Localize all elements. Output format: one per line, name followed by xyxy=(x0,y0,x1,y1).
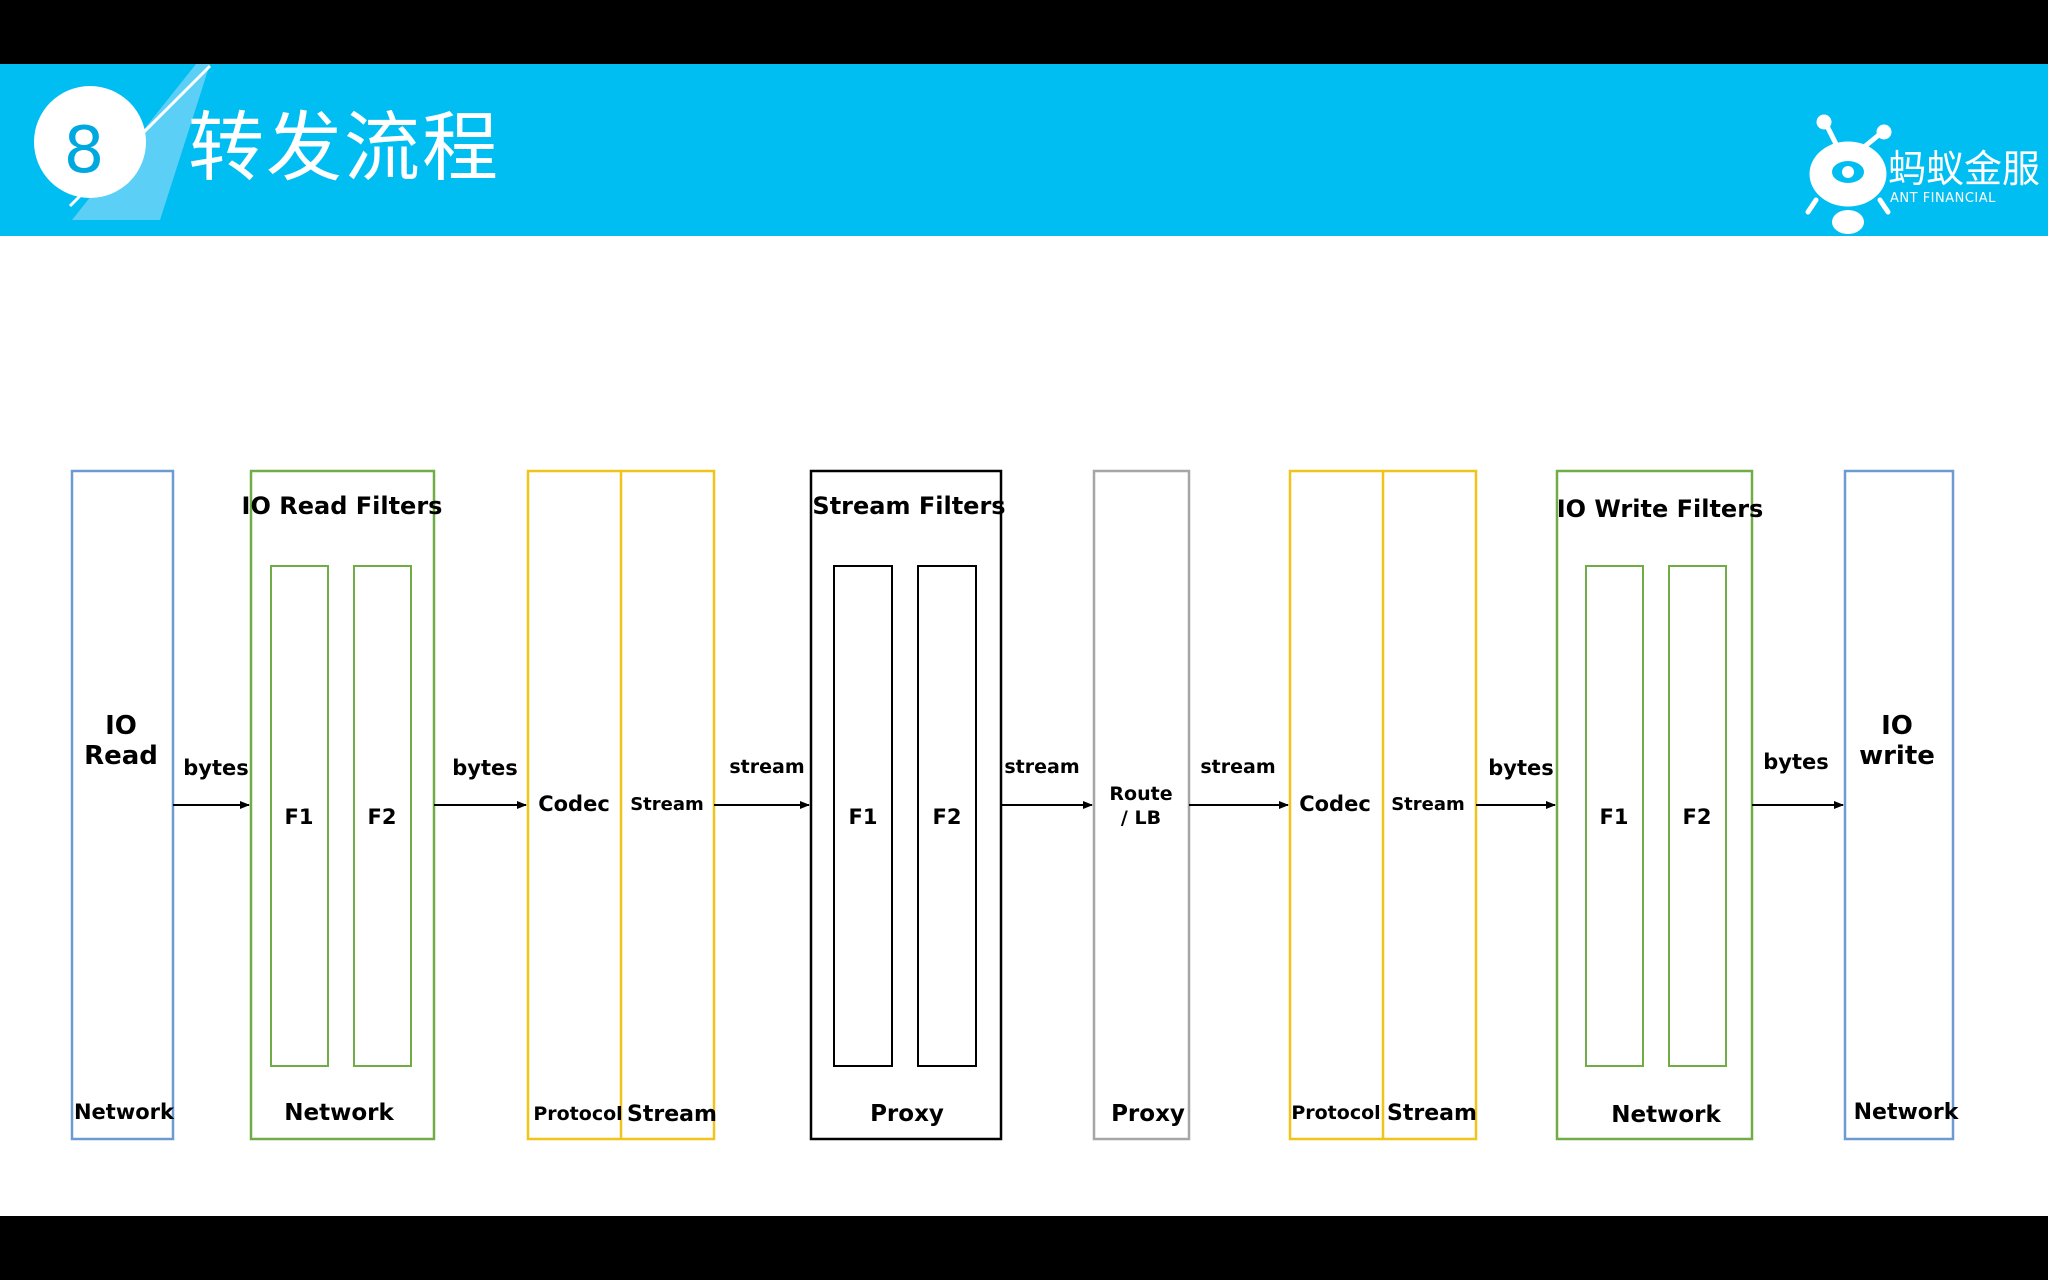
codec-in-footer-protocol: Protocol xyxy=(533,1103,622,1125)
io-write-filters-title: IO Write Filters xyxy=(1557,495,1764,523)
io-write-filter-f2-box xyxy=(1668,565,1727,1067)
codec-out-footer-stream: Stream xyxy=(1387,1101,1477,1126)
arrow-label-2: bytes xyxy=(452,756,518,780)
router-footer: Proxy xyxy=(1111,1101,1185,1127)
stream-filters-box xyxy=(809,469,1003,1141)
logo-text-english: ANT FINANCIAL xyxy=(1890,191,1996,206)
header-graphics: 8 xyxy=(34,64,1892,234)
forwarding-flow-diagram: IO Read Network IO Read Filters F1 F2 Ne… xyxy=(70,469,1960,1141)
io-read-filters-footer: Network xyxy=(284,1100,394,1126)
stream-filters-title: Stream Filters xyxy=(812,492,1005,520)
io-read-box xyxy=(70,469,175,1141)
io-write-filter-f1-label: F1 xyxy=(1600,805,1629,829)
router-title-1: Route xyxy=(1109,783,1172,805)
io-read-filter-f1-label: F1 xyxy=(285,805,314,829)
io-read-filters-title: IO Read Filters xyxy=(242,492,443,520)
io-write-filters-footer: Network xyxy=(1611,1102,1721,1128)
codec-in-footer-stream: Stream xyxy=(627,1102,717,1127)
arrow-label-4: stream xyxy=(1004,756,1079,778)
section-number: 8 xyxy=(64,114,105,188)
io-read-filter-f2-box xyxy=(353,565,412,1067)
io-write-box xyxy=(1843,469,1955,1141)
codec-in-stream-label: Stream xyxy=(630,794,704,815)
io-read-filter-f1-box xyxy=(270,565,329,1067)
arrow-label-3: stream xyxy=(729,756,804,778)
router-title-2: / LB xyxy=(1121,807,1161,829)
stream-filter-f2-box xyxy=(917,565,977,1067)
io-write-block: IO write Network xyxy=(1843,469,1960,1141)
codec-in-block: Codec Stream Protocol Stream xyxy=(526,469,717,1141)
io-read-block: IO Read Network xyxy=(70,469,175,1141)
io-write-filter-f1-box xyxy=(1585,565,1644,1067)
codec-out-footer-protocol: Protocol xyxy=(1291,1102,1380,1124)
io-write-title-1: IO xyxy=(1881,711,1913,741)
io-write-footer: Network xyxy=(1854,1100,1960,1125)
io-write-title-2: write xyxy=(1859,741,1935,771)
stream-filters-footer: Proxy xyxy=(870,1101,944,1127)
arrow-label-5: stream xyxy=(1200,756,1275,778)
arrow-label-1: bytes xyxy=(183,756,249,780)
router-block: Route / LB Proxy xyxy=(1092,469,1191,1141)
io-read-filters-box xyxy=(249,469,436,1141)
codec-out-stream-label: Stream xyxy=(1391,794,1465,815)
io-read-filter-f2-label: F2 xyxy=(368,805,397,829)
io-write-filters-block: IO Write Filters F1 F2 Network xyxy=(1555,469,1764,1141)
io-read-footer: Network xyxy=(74,1100,175,1124)
ant-logo-icon xyxy=(1805,114,1892,234)
slide: 8 转发流程 蚂蚁金服 ANT FINANCIAL xyxy=(0,64,2048,1216)
page-title: 转发流程 xyxy=(188,103,500,192)
stream-filter-f1-label: F1 xyxy=(849,805,878,829)
header-bar: 8 转发流程 蚂蚁金服 ANT FINANCIAL xyxy=(0,64,2048,236)
logo-text-chinese: 蚂蚁金服 xyxy=(1888,147,2041,191)
io-read-title-2: Read xyxy=(84,741,158,771)
stream-filter-f1-box xyxy=(833,565,893,1067)
stream-filter-f2-label: F2 xyxy=(933,805,962,829)
flow-arrows: bytes bytes stream stream stream bytes b… xyxy=(173,750,1844,809)
arrow-label-7: bytes xyxy=(1763,750,1829,774)
codec-out-block: Codec Stream Protocol Stream xyxy=(1288,469,1478,1141)
arrow-label-6: bytes xyxy=(1488,756,1554,780)
io-read-filters-block: IO Read Filters F1 F2 Network xyxy=(242,469,443,1141)
io-write-filter-f2-label: F2 xyxy=(1683,805,1712,829)
codec-out-codec-label: Codec xyxy=(1299,792,1371,816)
io-read-title-1: IO xyxy=(105,711,137,741)
router-box xyxy=(1092,469,1191,1141)
stream-filters-block: Stream Filters F1 F2 Proxy xyxy=(809,469,1006,1141)
section-number-circle xyxy=(34,86,146,198)
codec-in-codec-label: Codec xyxy=(538,792,610,816)
